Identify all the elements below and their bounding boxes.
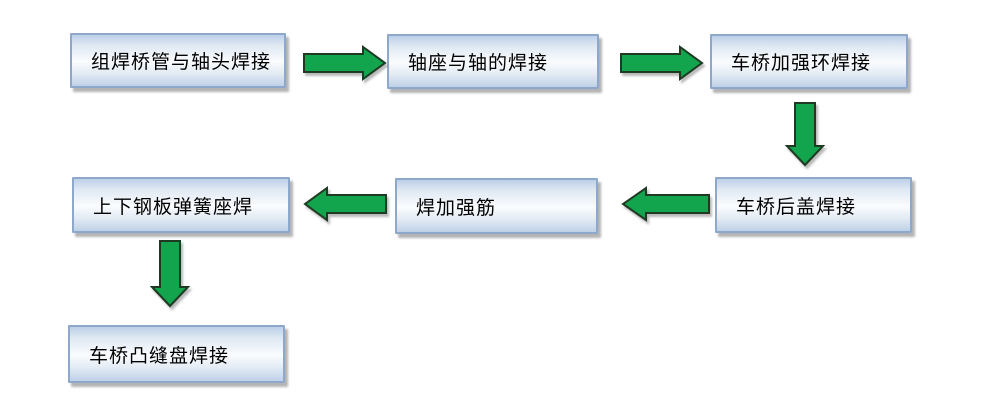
flow-node-label: 组焊桥管与轴头焊接	[91, 52, 272, 73]
arrow-shape	[303, 45, 387, 81]
arrow-shape	[303, 186, 387, 222]
flow-node-label: 焊加强筋	[416, 197, 497, 219]
flow-node-weld-leaf-spring-seats: 上下钢板弹簧座焊	[72, 177, 290, 233]
flow-node-weld-reinforce-rib: 焊加强筋	[395, 178, 598, 234]
arrow-shape	[150, 240, 190, 308]
flow-node-weld-bridge-tube-axle-head: 组焊桥管与轴头焊接	[70, 33, 286, 88]
arrow-shape	[621, 186, 710, 222]
flow-node-label: 上下钢板弹簧座焊	[93, 196, 254, 218]
flow-node-label: 车桥凸缝盘焊接	[89, 345, 230, 367]
flow-node-label: 轴座与轴的焊接	[408, 53, 549, 74]
arrow-down-icon	[785, 102, 825, 167]
arrow-left-icon	[621, 186, 710, 222]
flow-node-label: 车桥后盖焊接	[736, 196, 857, 218]
flow-node-label: 车桥加强环焊接	[731, 53, 872, 74]
arrow-right-icon	[303, 45, 387, 81]
arrow-down-icon	[150, 240, 190, 308]
arrow-shape	[620, 45, 704, 81]
flow-node-weld-axle-reinforce-ring: 车桥加强环焊接	[710, 34, 908, 89]
arrow-left-icon	[303, 186, 387, 222]
flow-node-weld-axle-flange-plate: 车桥凸缝盘焊接	[68, 325, 285, 383]
flow-node-weld-axle-seat-and-axle: 轴座与轴的焊接	[387, 34, 599, 89]
arrow-shape	[785, 102, 825, 167]
flow-node-weld-axle-rear-cover: 车桥后盖焊接	[715, 177, 912, 233]
arrow-right-icon	[620, 45, 704, 81]
